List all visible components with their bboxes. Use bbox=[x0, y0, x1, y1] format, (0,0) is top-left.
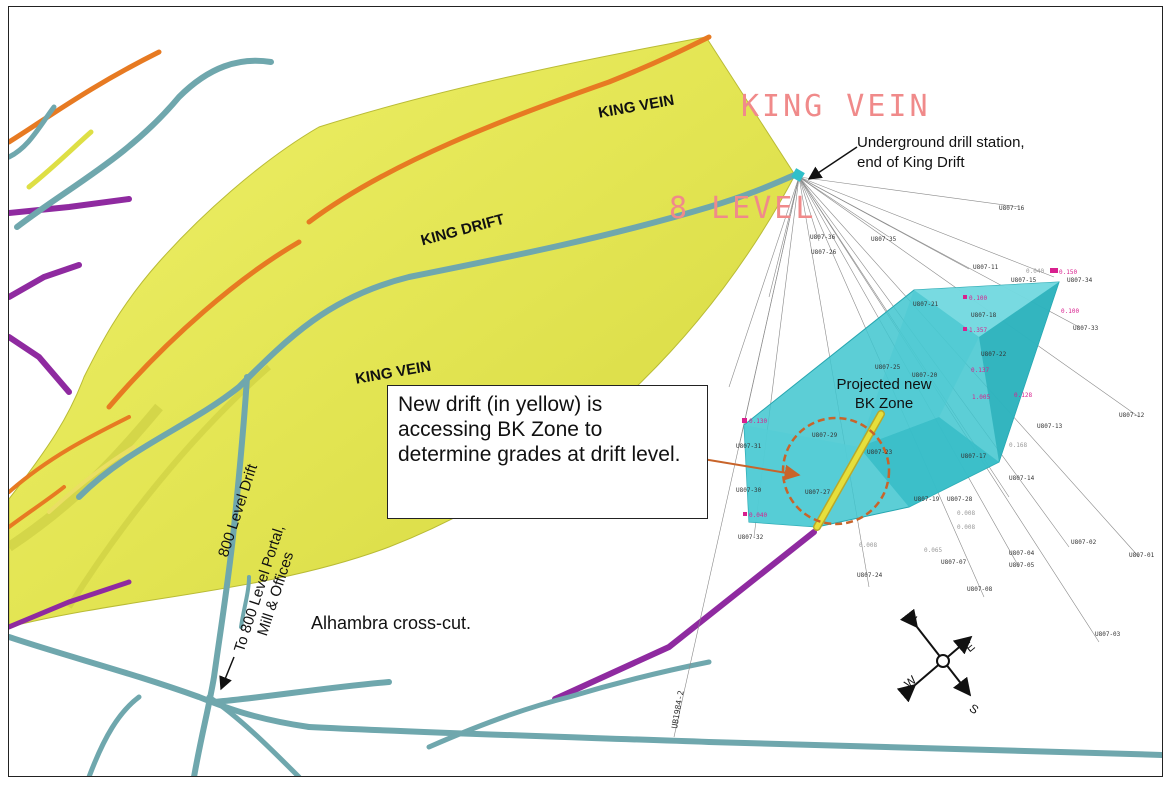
assay-value: 0.168 bbox=[1009, 442, 1027, 449]
level-red-label: 8 LEVEL bbox=[669, 191, 817, 226]
orange-vein bbox=[9, 415, 131, 494]
drill-hole-labels: U807-16 U807-36 U807-35 U807-26 U807-11 … bbox=[736, 205, 1155, 638]
hole-label: U807-21 bbox=[913, 301, 939, 308]
hole-label: U807-32 bbox=[738, 534, 764, 541]
yellow-trace bbox=[47, 445, 136, 514]
king-vein-red-label: KING VEIN bbox=[741, 89, 931, 124]
new-yellow-drift-core bbox=[814, 411, 884, 530]
purple-new-drift bbox=[552, 529, 817, 702]
hole-label: U807-35 bbox=[871, 236, 897, 243]
vein-fold bbox=[66, 364, 271, 609]
assay-value: 0.008 bbox=[957, 524, 975, 531]
assay-value: 0.137 bbox=[971, 367, 989, 374]
hole-label: U807-04 bbox=[1009, 550, 1035, 557]
hole-label: U807-14 bbox=[1009, 475, 1035, 482]
hole-label: U807-17 bbox=[961, 453, 987, 460]
hole-label: U807-22 bbox=[981, 351, 1007, 358]
compass-s: S bbox=[967, 701, 982, 717]
mine-scene: U807-16 U807-36 U807-35 U807-26 U807-11 … bbox=[9, 34, 1162, 776]
assay-value: 0.100 bbox=[1061, 308, 1079, 315]
compass-e: E bbox=[962, 639, 977, 655]
assay-value: 0.008 bbox=[859, 542, 877, 549]
assay-value: 0.040 bbox=[749, 512, 767, 519]
drift-network bbox=[9, 57, 1162, 776]
assay-value: 0.040 bbox=[1026, 268, 1044, 275]
hole-label: U807-07 bbox=[941, 559, 967, 566]
hole-label: U807-16 bbox=[999, 205, 1025, 212]
purple-ramp bbox=[9, 262, 82, 300]
compass-rose bbox=[896, 608, 973, 703]
hole-label: U807-05 bbox=[1009, 562, 1035, 569]
orange-vein bbox=[106, 239, 302, 410]
hole-label: U807-34 bbox=[1067, 277, 1093, 284]
orange-vein bbox=[9, 485, 66, 529]
assay-value: 0.128 bbox=[1014, 392, 1032, 399]
hole-label: U807-36 bbox=[810, 234, 836, 241]
diagram-frame: U807-16 U807-36 U807-35 U807-26 U807-11 … bbox=[8, 6, 1163, 777]
hole-label: U807-12 bbox=[1119, 412, 1145, 419]
purple-ramp bbox=[9, 579, 132, 630]
portal-arrow bbox=[219, 656, 235, 691]
purple-ramp bbox=[9, 196, 132, 216]
drill-station-line1: Underground drill station, bbox=[857, 134, 1025, 151]
hole-label: U807-20 bbox=[912, 372, 938, 379]
king-vein-surface bbox=[9, 36, 796, 628]
callout-arrow bbox=[690, 456, 801, 481]
hole-label: U807-23 bbox=[867, 449, 893, 456]
drill-station-label: Underground drill station, end of King D… bbox=[857, 133, 1025, 173]
compass-w: W bbox=[901, 672, 919, 690]
orange-vein bbox=[306, 34, 712, 225]
callout-text: New drift (in yellow) is accessing BK Zo… bbox=[398, 393, 681, 466]
assay-labels: 0.040 0.150 0.100 0.100 1.357 0.137 1.00… bbox=[749, 268, 1079, 554]
yellow-trace bbox=[26, 129, 94, 190]
projected-zone-line2: BK Zone bbox=[854, 395, 914, 412]
hole-label: U807-01 bbox=[1129, 552, 1155, 559]
callout-box: New drift (in yellow) is accessing BK Zo… bbox=[387, 385, 708, 519]
drill-station-arrow bbox=[807, 146, 858, 180]
crosscut-label: Alhambra cross-cut. bbox=[311, 613, 472, 633]
assay-value: 0.130 bbox=[749, 418, 767, 425]
compass-n: N bbox=[905, 610, 920, 626]
hole-label: U807-30 bbox=[736, 487, 762, 494]
hole-label: U807-24 bbox=[857, 572, 883, 579]
hole-label: U807-28 bbox=[947, 496, 973, 503]
hole-label: U807-27 bbox=[805, 489, 831, 496]
drill-station bbox=[791, 168, 805, 182]
target-circle bbox=[781, 416, 891, 526]
hole-label: U807-33 bbox=[1073, 325, 1099, 332]
hole-label: U807-18 bbox=[971, 312, 997, 319]
hole-label: U807-29 bbox=[812, 432, 838, 439]
hole-label: U807-15 bbox=[1011, 277, 1037, 284]
hole-label: U807-03 bbox=[1095, 631, 1121, 638]
hole-label: U807-25 bbox=[875, 364, 901, 371]
assay-value: 1.005 bbox=[972, 394, 990, 401]
assay-value: 0.100 bbox=[969, 295, 987, 302]
assay-value: 0.150 bbox=[1059, 269, 1077, 276]
assay-value: 0.065 bbox=[924, 547, 942, 554]
drill-station-line2: end of King Drift bbox=[857, 154, 965, 171]
hole-label: U807-19 bbox=[914, 496, 940, 503]
assay-value: 1.357 bbox=[969, 327, 987, 334]
orange-vein bbox=[9, 49, 162, 145]
assay-markers bbox=[742, 268, 1058, 516]
hole-label: U807-26 bbox=[811, 249, 837, 256]
hole-label: U807-13 bbox=[1037, 423, 1063, 430]
vein-shadow bbox=[9, 403, 163, 552]
projected-zone-line1: Projected new bbox=[836, 376, 932, 393]
projected-zone-label: Projected new BK Zone bbox=[819, 375, 949, 413]
survey-tag: UB1984-2 bbox=[670, 690, 686, 730]
assay-value: 0.008 bbox=[957, 510, 975, 517]
hole-label: U807-31 bbox=[736, 443, 762, 450]
hole-label: U807-02 bbox=[1071, 539, 1097, 546]
hole-label: U807-11 bbox=[973, 264, 999, 271]
purple-ramp bbox=[9, 334, 72, 395]
hole-label: U807-08 bbox=[967, 586, 993, 593]
